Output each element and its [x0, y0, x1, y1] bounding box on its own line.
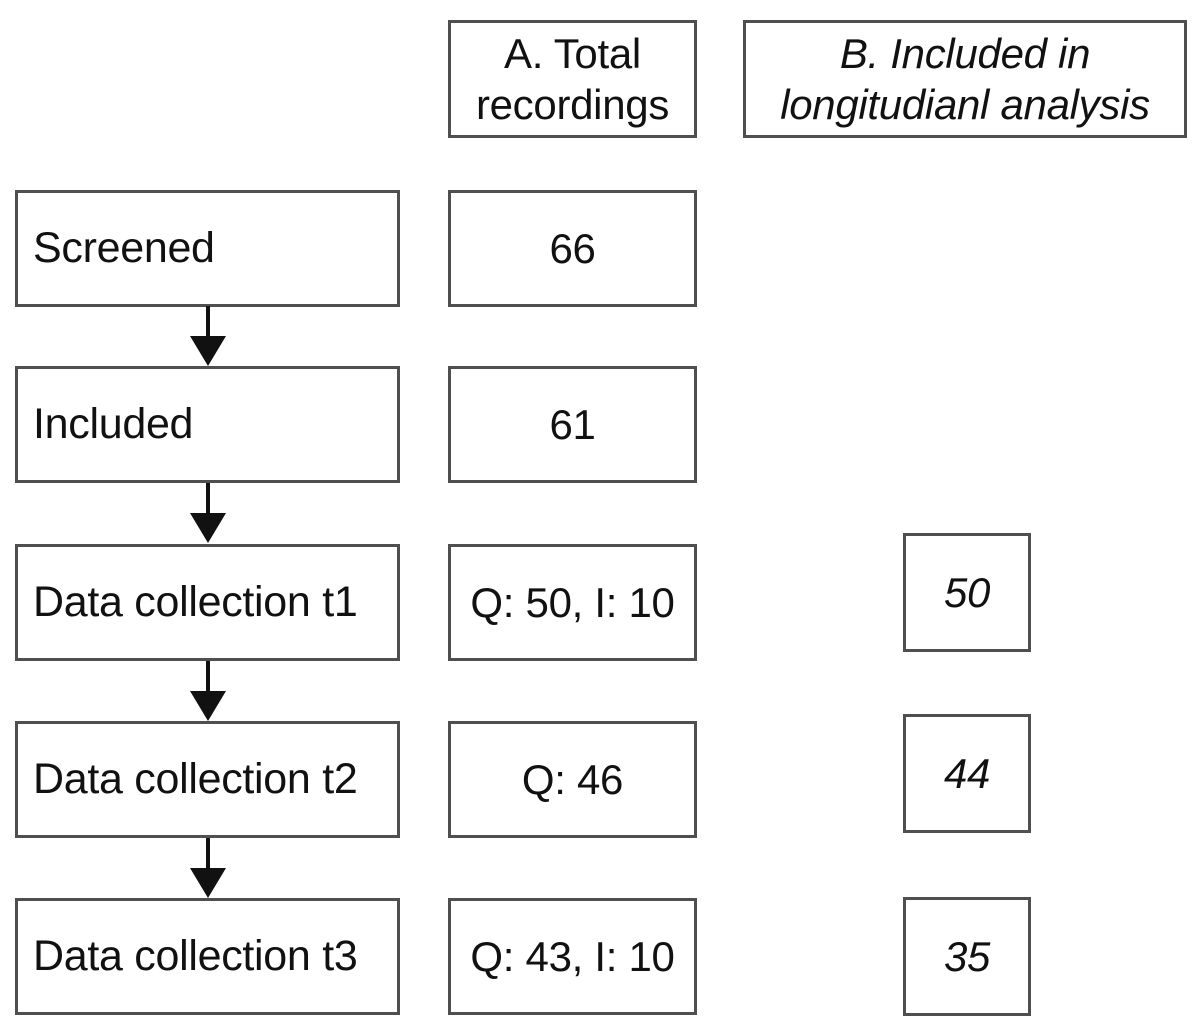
flow-arrow-screened-to-included: [190, 306, 226, 366]
flow-arrow-t2-to-t3: [190, 838, 226, 898]
stage-t2-box: Data collection t2: [15, 721, 400, 838]
column-b-header-line1: B. Included in: [839, 29, 1091, 77]
total-recordings-t1-value: Q: 50, I: 10: [470, 578, 675, 626]
total-recordings-t2-value: Q: 46: [521, 755, 624, 803]
stage-t2-label: Data collection t2: [33, 755, 358, 803]
column-a-header-line1: A. Total: [504, 29, 641, 77]
longitudinal-t2-value: 44: [943, 749, 991, 797]
longitudinal-t1-box: 50: [903, 533, 1031, 652]
stage-included-label: Included: [33, 400, 194, 448]
stage-t1-box: Data collection t1: [15, 544, 400, 661]
total-recordings-screened-value: 66: [549, 224, 596, 272]
stage-screened-box: Screened: [15, 190, 400, 307]
stage-t3-label: Data collection t3: [33, 932, 358, 980]
longitudinal-t2-box: 44: [903, 714, 1031, 833]
total-recordings-t3-value: Q: 43, I: 10: [470, 932, 675, 980]
column-b-header-box: B. Included in longitudianl analysis: [743, 20, 1187, 138]
flow-arrow-included-to-t1: [190, 483, 226, 543]
flow-arrow-t1-to-t2: [190, 661, 226, 721]
stage-included-box: Included: [15, 366, 400, 483]
total-recordings-t2-box: Q: 46: [448, 721, 697, 838]
stage-screened-label: Screened: [33, 224, 215, 272]
longitudinal-t3-value: 35: [943, 932, 991, 980]
total-recordings-screened-box: 66: [448, 190, 697, 307]
total-recordings-t3-box: Q: 43, I: 10: [448, 898, 697, 1015]
stage-t1-label: Data collection t1: [33, 578, 358, 626]
column-a-header-line2: recordings: [475, 81, 670, 128]
total-recordings-t1-box: Q: 50, I: 10: [448, 544, 697, 661]
total-recordings-included-box: 61: [448, 366, 697, 483]
longitudinal-t1-value: 50: [943, 568, 991, 616]
column-b-header-line2: longitudianl analysis: [780, 81, 1150, 128]
total-recordings-included-value: 61: [549, 400, 596, 448]
longitudinal-t3-box: 35: [903, 897, 1031, 1016]
column-a-header-box: A. Total recordings: [448, 20, 697, 138]
stage-t3-box: Data collection t3: [15, 898, 400, 1015]
